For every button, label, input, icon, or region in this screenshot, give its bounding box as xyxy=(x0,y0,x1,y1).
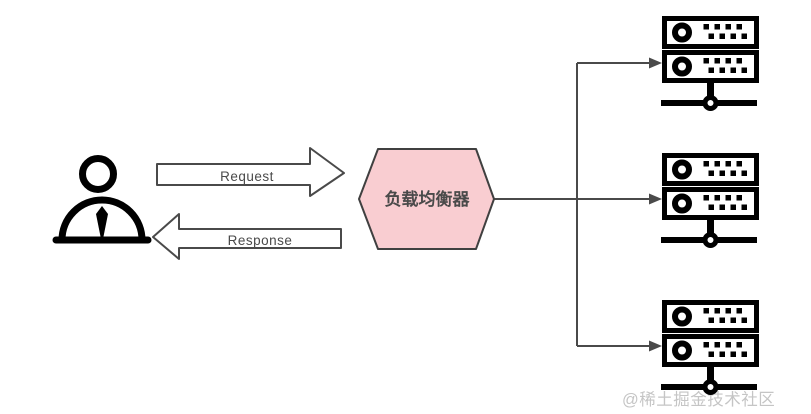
watermark: @稀土掘金技术社区 xyxy=(622,391,776,409)
response-arrow: Response xyxy=(152,213,342,260)
load-balancer-label: 负载均衡器 xyxy=(385,189,471,209)
load-balancer-hexagon xyxy=(358,148,495,250)
server-icon-1 xyxy=(657,12,761,112)
response-arrow-shape xyxy=(152,213,342,260)
load-balancer-node: 负载均衡器 xyxy=(358,148,495,250)
arrowhead-middle xyxy=(649,193,662,205)
response-label: Response xyxy=(228,233,293,248)
request-arrow-shape xyxy=(156,147,345,197)
arrowhead-bottom xyxy=(649,340,662,352)
request-arrow: Request xyxy=(156,147,345,197)
server-icon-2 xyxy=(657,149,761,249)
person-head xyxy=(79,155,117,193)
arrowhead-top xyxy=(649,57,662,69)
person-tie xyxy=(96,206,108,239)
request-label: Request xyxy=(220,169,274,184)
person-icon xyxy=(52,155,152,244)
server-icon-3 xyxy=(657,296,761,396)
